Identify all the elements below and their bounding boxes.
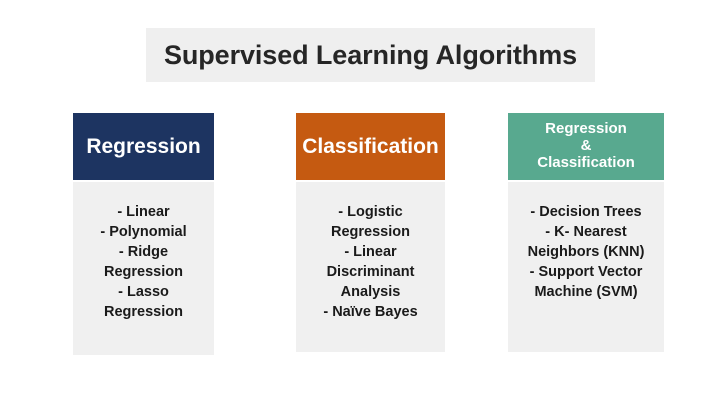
column-regression: Regression - Linear - Polynomial - Ridge…	[73, 113, 214, 355]
column-header-classification: Classification	[296, 113, 445, 180]
list-item: - Ridge Regression	[104, 244, 183, 280]
list-item: - Logistic Regression	[331, 204, 410, 240]
column-regression-and-classification: Regression & Classification - Decision T…	[508, 113, 664, 352]
list-item: - Linear Discriminant Analysis	[326, 244, 415, 300]
list-item: - Naïve Bayes	[323, 304, 418, 320]
column-header-line: Regression	[545, 120, 627, 138]
list-item: - Decision Trees	[530, 204, 642, 220]
list-item: - Polynomial	[100, 224, 187, 240]
list-item: - Linear	[117, 204, 170, 220]
column-header-regression: Regression	[73, 113, 214, 180]
column-classification: Classification - Logistic Regression - L…	[296, 113, 445, 352]
list-item: - Lasso Regression	[104, 284, 183, 320]
page-title: Supervised Learning Algorithms	[163, 39, 578, 70]
list-item: - Support Vector Machine (SVM)	[529, 264, 643, 300]
column-header-line: &	[580, 137, 592, 155]
column-body-classification: - Logistic Regression - Linear Discrimin…	[296, 182, 445, 352]
title-bar: Supervised Learning Algorithms	[146, 28, 595, 82]
column-header-line: Classification	[537, 153, 635, 171]
column-header-regression-and-classification: Regression & Classification	[508, 113, 664, 180]
column-body-regression-and-classification: - Decision Trees - K- Nearest Neighbors …	[508, 182, 664, 352]
list-item: - K- Nearest Neighbors (KNN)	[527, 224, 645, 260]
column-body-regression: - Linear - Polynomial - Ridge Regression…	[73, 182, 214, 355]
